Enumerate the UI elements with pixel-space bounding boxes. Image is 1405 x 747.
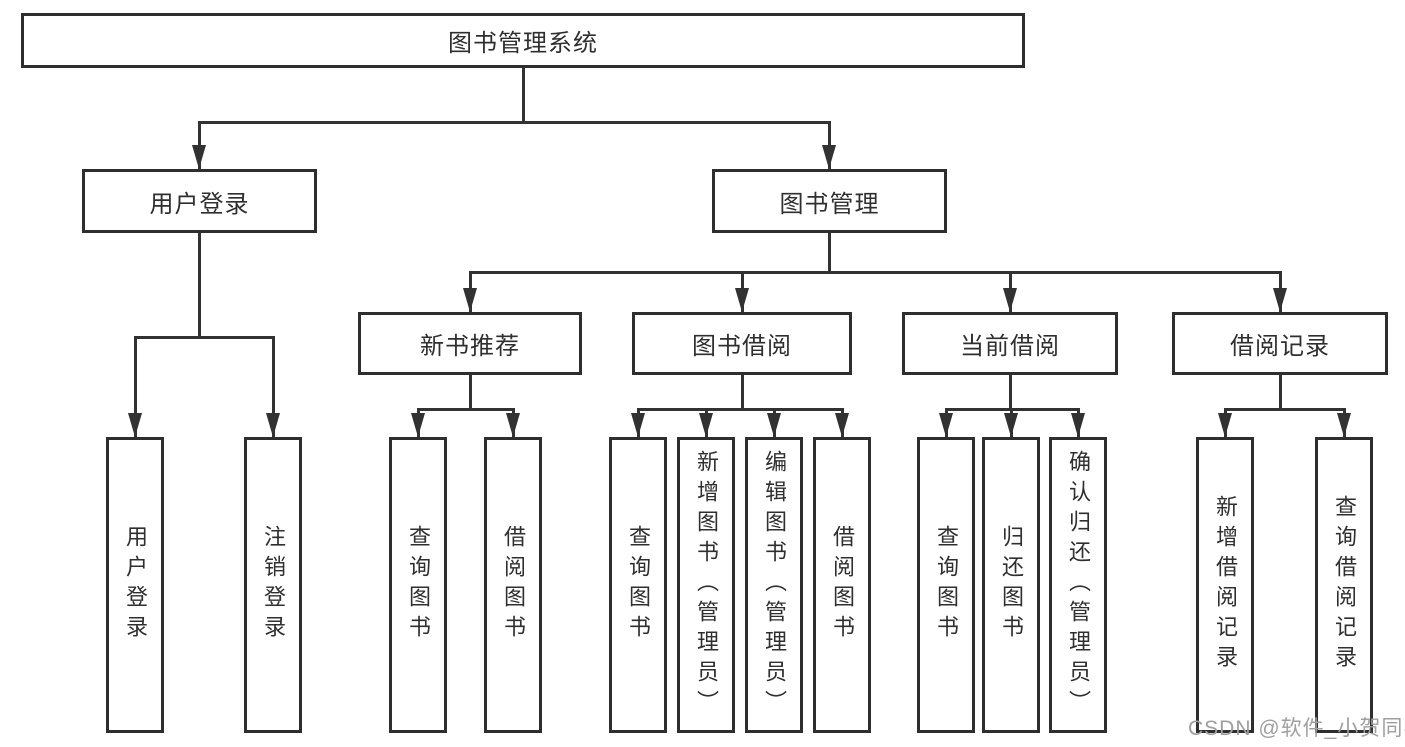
connector-stem — [134, 336, 137, 437]
leaf-confirm-return-admin: 确认归还（管理员） — [1049, 437, 1107, 733]
node-current-borrow: 当前借阅 — [902, 312, 1118, 375]
connector-branch — [1224, 408, 1345, 411]
arrow-down-icon — [463, 288, 477, 312]
leaf-label: 借阅图书 — [830, 525, 855, 645]
arrow-down-icon — [1273, 288, 1287, 312]
node-book-management: 图书管理 — [712, 169, 947, 233]
leaf-label: 编辑图书（管理员） — [762, 450, 787, 720]
node-root: 图书管理系统 — [21, 13, 1025, 68]
node-user-login: 用户登录 — [82, 169, 317, 233]
arrow-down-icon — [699, 413, 713, 437]
arrow-down-icon — [266, 413, 280, 437]
leaf-label: 查询借阅记录 — [1332, 495, 1357, 675]
node-book-borrow-label: 图书借阅 — [692, 333, 792, 360]
arrow-down-icon — [1003, 288, 1017, 312]
leaf-user-login: 用户登录 — [106, 437, 164, 733]
connector-level1-branch — [198, 121, 831, 124]
node-borrow-records: 借阅记录 — [1172, 312, 1388, 375]
leaf-label: 查询图书 — [626, 525, 651, 645]
arrow-down-icon — [1004, 413, 1018, 437]
arrow-down-icon — [735, 288, 749, 312]
arrow-down-icon — [506, 413, 520, 437]
node-user-login-label: 用户登录 — [149, 190, 250, 218]
connector-drop — [469, 375, 472, 408]
arrow-down-icon — [822, 145, 836, 169]
leaf-add-borrow-record: 新增借阅记录 — [1196, 437, 1254, 733]
arrow-down-icon — [939, 413, 953, 437]
node-borrow-records-label: 借阅记录 — [1230, 333, 1330, 360]
leaf-add-book-admin: 新增图书（管理员） — [677, 437, 735, 733]
arrow-down-icon — [192, 145, 206, 169]
leaf-label: 确认归还（管理员） — [1066, 450, 1091, 720]
leaf-label: 新增图书（管理员） — [694, 450, 719, 720]
connector-root-drop — [522, 68, 525, 121]
arrow-down-icon — [128, 413, 142, 437]
connector-login-branch — [134, 336, 274, 339]
leaf-borrow-book: 借阅图书 — [813, 437, 871, 733]
leaf-label: 查询图书 — [934, 525, 959, 645]
leaf-query-book: 查询图书 — [609, 437, 667, 733]
arrow-down-icon — [1218, 413, 1232, 437]
leaf-query-borrow-record: 查询借阅记录 — [1315, 437, 1373, 733]
leaf-label: 归还图书 — [999, 525, 1024, 645]
connector-level3-branch — [469, 271, 1281, 274]
connector-login-drop — [198, 233, 201, 336]
leaf-query-book: 查询图书 — [917, 437, 975, 733]
node-current-borrow-label: 当前借阅 — [960, 333, 1060, 360]
connector-stem — [272, 336, 275, 437]
connector-branch — [637, 408, 843, 411]
leaf-label: 用户登录 — [123, 525, 148, 645]
arrow-down-icon — [1337, 413, 1351, 437]
leaf-label: 查询图书 — [406, 525, 431, 645]
arrow-down-icon — [1071, 413, 1085, 437]
leaf-edit-book-admin: 编辑图书（管理员） — [745, 437, 803, 733]
arrow-down-icon — [411, 413, 425, 437]
leaf-logout: 注销登录 — [244, 437, 302, 733]
node-root-label: 图书管理系统 — [448, 30, 598, 57]
connector-branch — [417, 408, 515, 411]
node-book-borrow: 图书借阅 — [632, 312, 852, 375]
arrow-down-icon — [767, 413, 781, 437]
watermark: CSDN @软件_小贺同学 — [1188, 717, 1405, 740]
leaf-return-book: 归还图书 — [982, 437, 1040, 733]
connector-drop — [741, 375, 744, 408]
connector-drop — [1009, 375, 1012, 408]
leaf-query-book: 查询图书 — [389, 437, 447, 733]
leaf-label: 新增借阅记录 — [1213, 495, 1238, 675]
leaf-borrow-book: 借阅图书 — [484, 437, 542, 733]
arrow-down-icon — [631, 413, 645, 437]
connector-bookmgmt-drop — [828, 233, 831, 271]
leaf-label: 借阅图书 — [501, 525, 526, 645]
node-new-book-recommend-label: 新书推荐 — [420, 333, 520, 360]
node-new-book-recommend: 新书推荐 — [358, 312, 582, 375]
arrow-down-icon — [835, 413, 849, 437]
connector-drop — [1279, 375, 1282, 408]
leaf-label: 注销登录 — [261, 525, 286, 645]
node-book-management-label: 图书管理 — [779, 190, 880, 218]
